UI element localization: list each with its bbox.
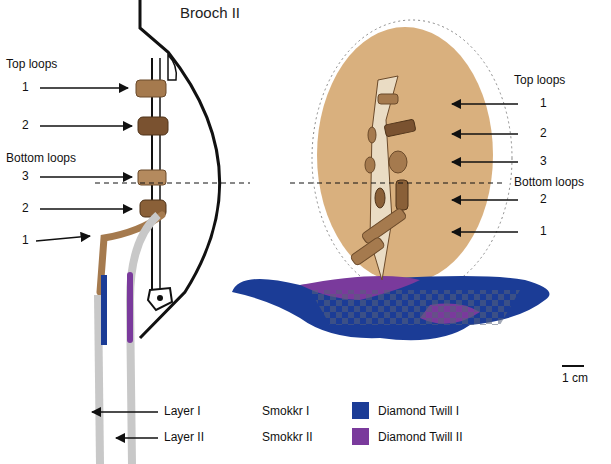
legend-text: Diamond Twill I xyxy=(378,405,459,418)
figure-title: Brooch II xyxy=(180,4,240,21)
callout-number: 1 xyxy=(540,97,547,110)
brooch-profile xyxy=(140,0,220,338)
callout-number: 2 xyxy=(540,193,547,206)
callout-number: 1 xyxy=(22,234,29,247)
scale-label: 1 cm xyxy=(562,372,588,385)
callout-number: 1 xyxy=(22,81,29,94)
callout-number: 2 xyxy=(22,119,29,132)
callout-number: 3 xyxy=(540,155,547,168)
smokkr-label: Smokkr II xyxy=(262,431,313,444)
dashed-divider xyxy=(95,183,505,184)
layer-label: Layer II xyxy=(164,431,204,444)
layer-label: Layer I xyxy=(164,405,201,418)
legend-text: Diamond Twill II xyxy=(378,431,462,444)
callout-number: 1 xyxy=(540,225,547,238)
brooch-front xyxy=(232,20,550,340)
group-label: Top loops xyxy=(6,58,57,71)
scale-bar xyxy=(562,366,584,367)
smokkr-label: Smokkr I xyxy=(262,405,309,418)
callout-number: 2 xyxy=(22,202,29,215)
legend-swatch xyxy=(352,428,369,445)
group-label: Bottom loops xyxy=(6,152,76,165)
smokkr-strands xyxy=(98,215,158,464)
group-label: Top loops xyxy=(514,74,565,87)
callout-number: 3 xyxy=(22,170,29,183)
callout-number: 2 xyxy=(540,127,547,140)
group-label: Bottom loops xyxy=(514,176,584,189)
legend-swatch xyxy=(352,402,369,419)
leader-arrows xyxy=(36,88,518,438)
